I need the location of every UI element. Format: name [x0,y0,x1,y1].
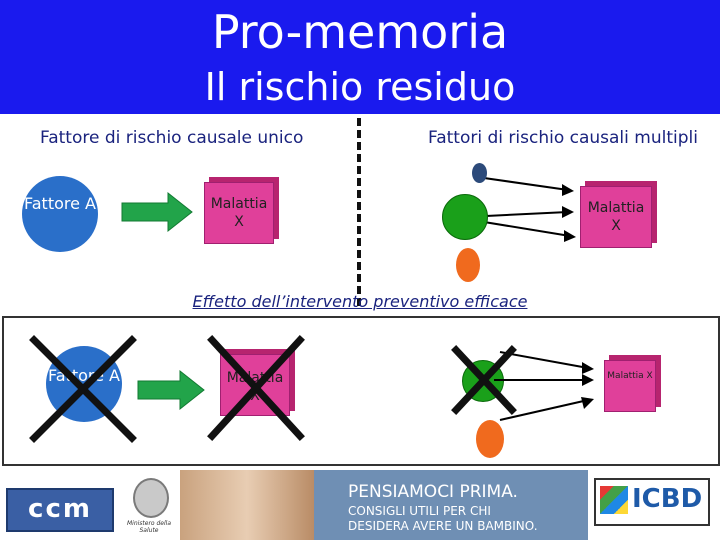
footer: ccm Ministero della Salute PENSIAMOCI PR… [0,466,720,540]
disease-label: Malattia X [210,196,268,230]
couple-photo [180,470,314,540]
disease-label-multi: Malattia X [587,200,645,234]
header-banner: Pro-memoria Il rischio residuo [0,0,720,114]
cross-icon [207,335,305,441]
emblem-icon [133,478,169,518]
cross-icon [451,345,517,415]
ministry-logo: Ministero della Salute [118,476,180,540]
disease-label-small: Malattia X [607,371,653,381]
icbd-logo-mark [600,486,628,514]
ccm-logo: ccm [6,488,114,532]
campaign-banner: PENSIAMOCI PRIMA. CONSIGLI UTILI PER CHI… [314,470,588,540]
effect-panel [2,316,720,466]
arrow-right-icon [137,369,205,411]
effect-label: Effetto dell’intervento preventivo effic… [192,292,528,311]
left-heading: Fattore di rischio causale unico [40,128,304,148]
icbd-logo: ICBD [594,478,710,526]
section-divider [357,118,361,306]
right-heading: Fattori di rischio causali multipli [428,128,698,148]
green-factor-node [442,194,488,240]
orange-factor-node-bottom [476,420,504,458]
orange-factor-node [456,248,480,282]
disease-box-small: Malattia X [604,360,656,412]
small-factor-node [472,163,487,183]
factor-a-label: Fattore A [24,194,96,213]
page-subtitle: Il rischio residuo [204,65,516,109]
arrow-right-icon [121,191,193,233]
factor-a-node [22,176,98,252]
disease-box-multi: Malattia X [580,186,652,248]
disease-box: Malattia X [204,182,274,244]
page-title: Pro-memoria [211,5,509,59]
cross-icon [29,335,137,443]
